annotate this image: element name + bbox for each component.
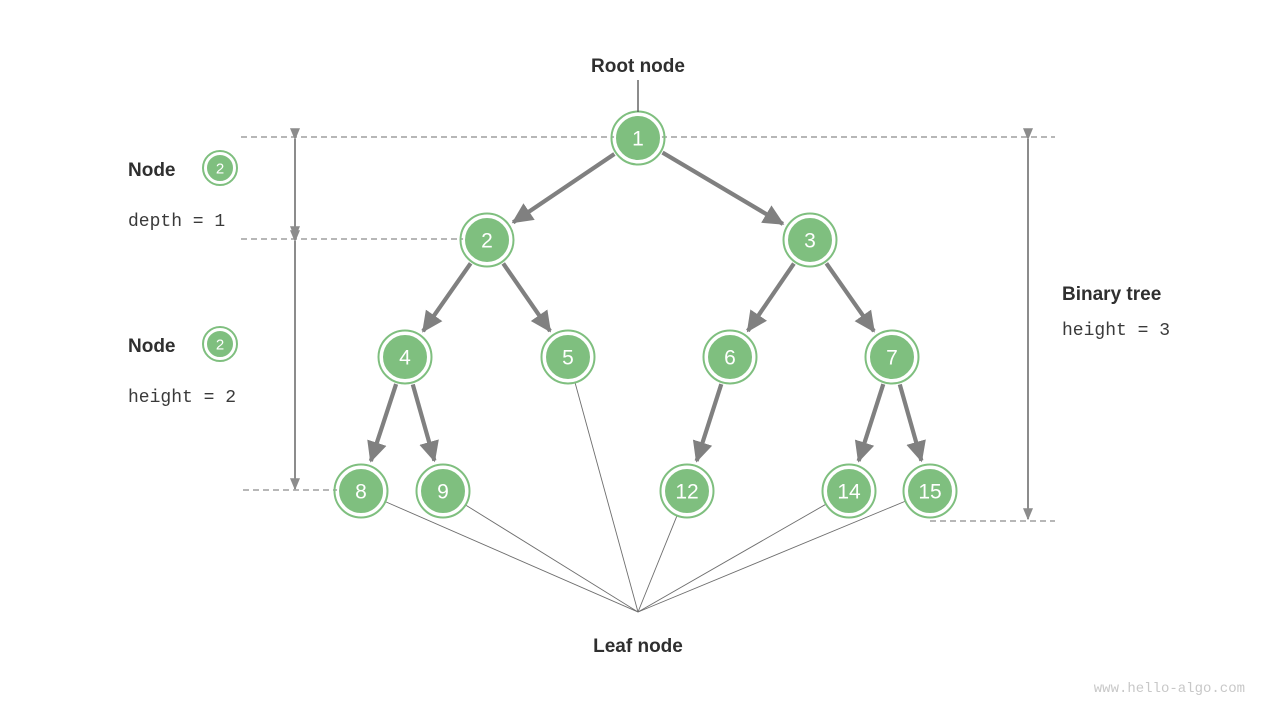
edge-2-to-5 — [501, 262, 552, 333]
node-outer-ring — [540, 329, 596, 385]
node-value: 2 — [216, 337, 224, 354]
edge-2-to-4 — [421, 262, 473, 333]
guide-lines — [241, 136, 1055, 522]
node-disc — [706, 333, 754, 381]
leaf-node-label: Leaf node — [593, 636, 683, 657]
depth-annotation-title: Node — [128, 160, 176, 181]
leaf-connector-lines — [385, 382, 906, 613]
leaf-connector-12 — [637, 515, 678, 613]
node-disc — [463, 216, 511, 264]
node-value: 6 — [724, 347, 736, 370]
node-value: 5 — [562, 347, 574, 370]
node-outer-ring — [333, 463, 389, 519]
leaf-connector-8 — [385, 501, 639, 613]
depth-annotation-badge[interactable]: 2 — [202, 150, 238, 186]
leaf-connector-15 — [637, 500, 906, 613]
edge-7-to-15 — [897, 383, 926, 463]
tree-height-annotation-title: Binary tree — [1062, 284, 1161, 305]
tree-height-annotation: Binary tree height = 3 — [1062, 284, 1170, 341]
edge-3-to-7 — [824, 262, 876, 333]
leaf-connector-5 — [574, 382, 639, 613]
root-node-label: Root node — [591, 56, 685, 77]
node-outer-ring — [415, 463, 471, 519]
watermark: www.hello-algo.com — [1094, 681, 1245, 697]
edge-1-to-3 — [661, 150, 785, 226]
node-disc — [381, 333, 429, 381]
tree-node-6[interactable]: 6 — [702, 329, 758, 385]
node-outer-ring — [821, 463, 877, 519]
node-value: 2 — [216, 161, 224, 178]
edge-1-to-2 — [511, 152, 616, 225]
node-value: 3 — [804, 230, 816, 253]
node-disc — [205, 329, 235, 359]
node-disc — [868, 333, 916, 381]
edge-7-to-14 — [854, 383, 886, 463]
edge-4-to-8 — [367, 383, 399, 463]
depth-annotation: Node 2 depth = 1 — [128, 150, 238, 232]
height-annotation: Node 2 height = 2 — [128, 326, 238, 408]
node-value: 9 — [437, 481, 449, 504]
node-outer-ring — [202, 326, 238, 362]
tree-node-1[interactable]: 1 — [610, 110, 666, 166]
edge-4-to-9 — [410, 383, 439, 463]
annotations: Node 2 depth = 1 Node 2 height = 2 Binary tree… — [128, 150, 1170, 408]
height-annotation-detail: height = 2 — [128, 388, 236, 408]
node-disc — [663, 467, 711, 515]
node-value: 14 — [837, 481, 861, 504]
leaf-connector-9 — [465, 504, 639, 613]
depth-annotation-detail: depth = 1 — [128, 212, 225, 232]
node-outer-ring — [202, 150, 238, 186]
measurement-arrows — [290, 128, 1033, 521]
node-value: 7 — [886, 347, 898, 370]
edge-6-to-12 — [692, 383, 724, 463]
node-disc — [205, 153, 235, 183]
node-disc — [825, 467, 873, 515]
tree-node-15[interactable]: 15 — [902, 463, 958, 519]
node-disc — [906, 467, 954, 515]
node-value: 8 — [355, 481, 367, 504]
node-value: 15 — [918, 481, 941, 504]
tree-node-9[interactable]: 9 — [415, 463, 471, 519]
node-disc — [614, 114, 662, 162]
tree-node-5[interactable]: 5 — [540, 329, 596, 385]
node-outer-ring — [659, 463, 715, 519]
tree-node-2[interactable]: 2 — [459, 212, 515, 268]
tree-node-8[interactable]: 8 — [333, 463, 389, 519]
node-outer-ring — [377, 329, 433, 385]
node-value: 12 — [675, 481, 698, 504]
node-disc — [786, 216, 834, 264]
node-outer-ring — [459, 212, 515, 268]
tree-node-3[interactable]: 3 — [782, 212, 838, 268]
node-value: 4 — [399, 347, 411, 370]
node-disc — [337, 467, 385, 515]
node-outer-ring — [902, 463, 958, 519]
edge-3-to-6 — [746, 262, 796, 333]
node-value: 1 — [632, 128, 644, 151]
node-disc — [544, 333, 592, 381]
node-outer-ring — [782, 212, 838, 268]
node-outer-ring — [702, 329, 758, 385]
tree-node-7[interactable]: 7 — [864, 329, 920, 385]
node-outer-ring — [864, 329, 920, 385]
tree-node-12[interactable]: 12 — [659, 463, 715, 519]
tree-height-annotation-detail: height = 3 — [1062, 321, 1170, 341]
node-value: 2 — [481, 230, 493, 253]
root-node-callout: Root node — [591, 56, 685, 112]
height-annotation-title: Node — [128, 336, 176, 357]
tree-node-14[interactable]: 14 — [821, 463, 877, 519]
leaf-connector-14 — [637, 503, 827, 613]
height-annotation-badge[interactable]: 2 — [202, 326, 238, 362]
node-disc — [419, 467, 467, 515]
tree-edges — [367, 150, 926, 463]
tree-node-4[interactable]: 4 — [377, 329, 433, 385]
